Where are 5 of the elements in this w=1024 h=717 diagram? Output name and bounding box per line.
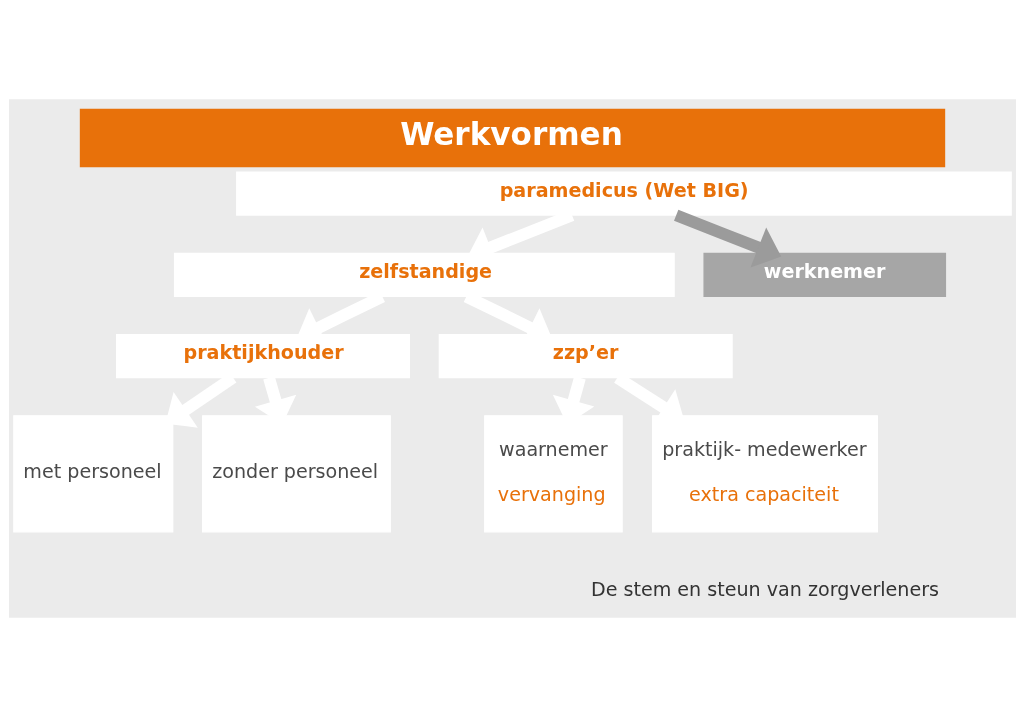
node-box: paramedicus (Wet BIG) [235, 171, 1012, 216]
node-box: werknemer [702, 252, 946, 297]
arrow [673, 209, 781, 268]
diagram-title: Werkvormen [399, 115, 623, 152]
label: De stem en steun van zorgverleners [590, 578, 939, 602]
